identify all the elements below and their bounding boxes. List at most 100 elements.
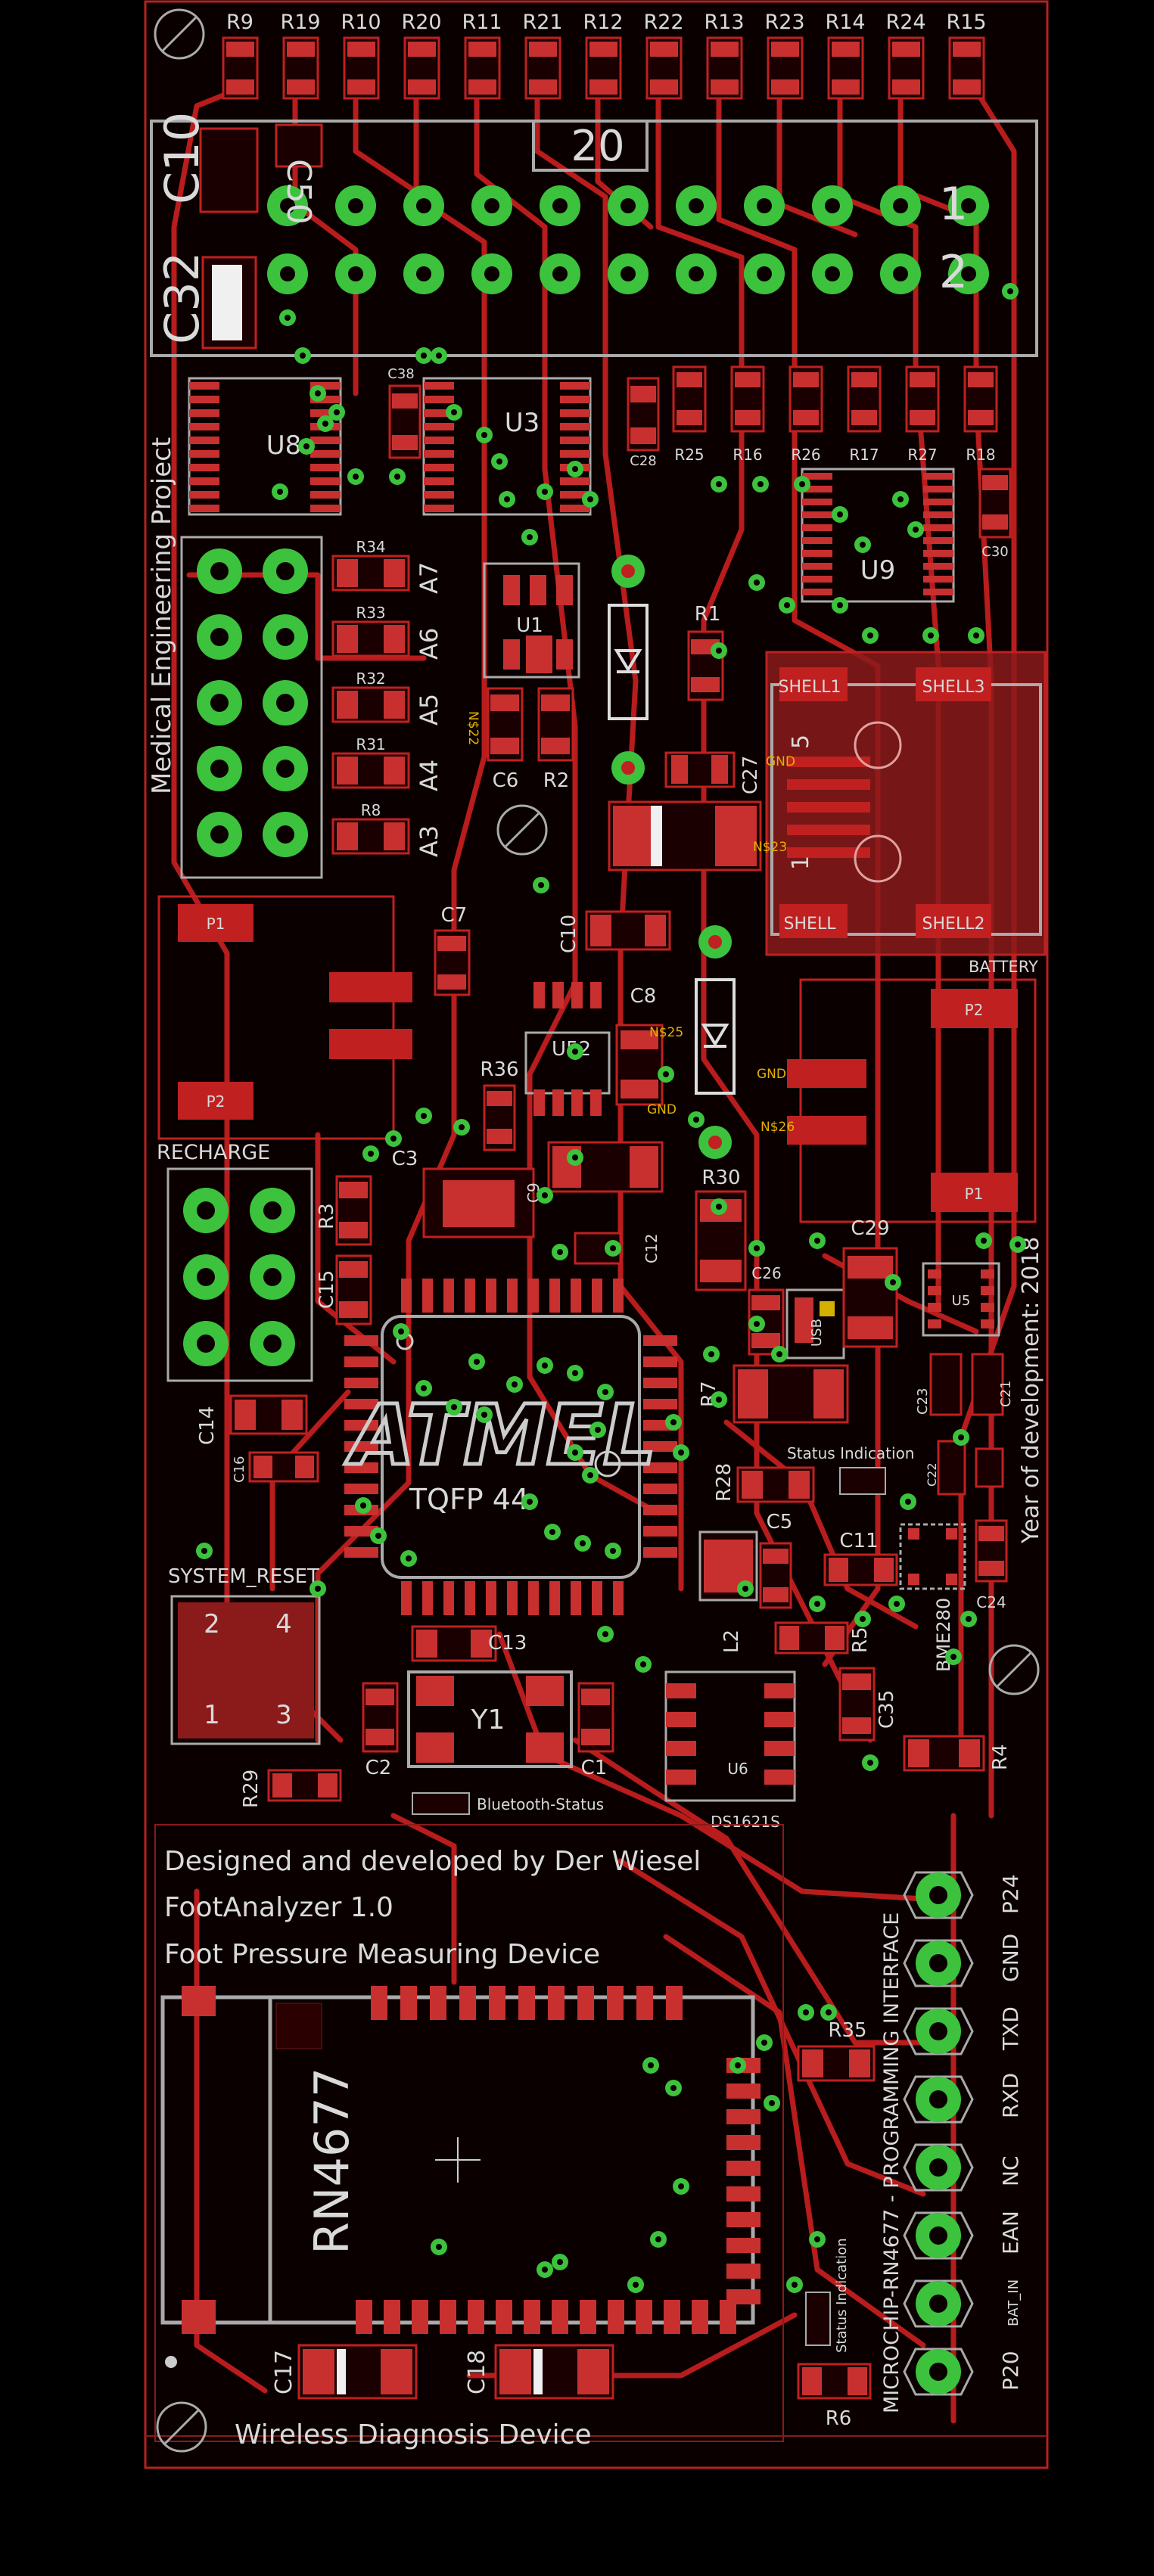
atmel-logo: ATMEL	[344, 1387, 656, 1484]
label-system-reset: SYSTEM_RESET	[168, 1565, 319, 1588]
resistor-r24: R24	[885, 11, 926, 100]
label-battery-p1: P1	[965, 1185, 984, 1203]
label-r3: R3	[316, 1203, 338, 1229]
label-channel-a4: A4	[415, 760, 443, 791]
mcu-pin	[401, 1279, 412, 1313]
label-c18: C18	[464, 2350, 490, 2394]
mcu-pin	[401, 1581, 412, 1615]
mcu-pin	[549, 1581, 560, 1615]
chip-pin	[189, 491, 219, 499]
label-c21: C21	[998, 1381, 1014, 1407]
rn-pin	[666, 1986, 683, 2020]
chip-pin	[802, 473, 832, 480]
label-r16: R16	[733, 446, 762, 464]
rn-pin	[580, 2300, 596, 2334]
label-c2: C2	[365, 1757, 392, 1779]
label-shell1: SHELL1	[779, 678, 841, 697]
label-usb-pin5: 5	[788, 735, 814, 749]
right-mid-parts: R7 R28 Status Indication L2 C5 C11 R5 C3…	[698, 1364, 914, 1742]
label-r8: R8	[361, 801, 381, 819]
mcu-pin	[422, 1581, 433, 1615]
chip-pin	[981, 1269, 994, 1279]
resistor-r19: R19	[280, 11, 321, 100]
chip-pin	[560, 437, 590, 444]
label-tqfp44: TQFP 44	[409, 1483, 529, 1516]
chip-pin	[310, 491, 341, 499]
label-usb-pin1: 1	[788, 856, 814, 870]
label-c5: C5	[767, 1511, 793, 1533]
rn-pin	[664, 2300, 680, 2334]
year-text: Year of development: 2018	[1018, 1237, 1044, 1544]
label-battery: BATTERY	[969, 958, 1038, 976]
chip-pin	[424, 382, 454, 390]
chip-pin	[424, 450, 454, 458]
mcu-pin	[344, 1547, 378, 1558]
label-prog-p20: P20	[998, 2351, 1023, 2391]
rn-pin	[430, 1986, 446, 2020]
rn-pin	[726, 2238, 761, 2253]
cap-c38: C38	[387, 366, 421, 459]
ribbon-caps: C10 C32 C50	[154, 112, 323, 350]
label-r27: R27	[907, 446, 937, 464]
chip-pin	[923, 576, 953, 583]
header-label-1: 1	[939, 178, 968, 231]
rn-pin	[692, 2300, 708, 2334]
label-r24: R24	[885, 11, 925, 34]
label-c16: C16	[232, 1456, 247, 1483]
rn-pin	[182, 1986, 216, 2016]
chip-pin	[928, 1319, 941, 1328]
label-channel-a6: A6	[415, 628, 443, 660]
analog-header	[180, 536, 323, 879]
label-c10: C10	[154, 112, 210, 204]
label-r35: R35	[828, 2019, 866, 2042]
chip-pin	[310, 437, 341, 444]
label-c10b: C10	[558, 915, 580, 953]
label-shell3: SHELL3	[922, 678, 985, 697]
chip-pin	[802, 499, 832, 505]
diode-top	[608, 555, 649, 785]
label-r31: R31	[356, 735, 385, 754]
label-shell2: SHELL2	[922, 915, 985, 934]
crystal-section: C13 Y1 C2 C1 R29 Bluetooth-Status	[240, 1625, 614, 1815]
net-gnd-3: GND	[647, 1102, 677, 1117]
label-r5: R5	[849, 1627, 872, 1653]
chip-pin	[981, 1286, 994, 1295]
chip-pin	[424, 464, 454, 471]
label-shell: SHELL	[784, 915, 837, 934]
rn-pin	[182, 2300, 216, 2334]
mcu-pin	[507, 1581, 518, 1615]
prog-pin-gnd: GND	[903, 1934, 1023, 1987]
chip-pin	[189, 396, 219, 403]
chip-pin	[560, 477, 590, 485]
footer-text: Wireless Diagnosis Device	[235, 2419, 592, 2450]
mcu-pin	[549, 1279, 560, 1313]
label-y1: Y1	[471, 1704, 505, 1735]
label-channel-a3: A3	[415, 825, 443, 857]
net-n22: N$22	[465, 711, 481, 745]
ribbon-header-pins	[267, 185, 989, 294]
rn-pin	[726, 2135, 761, 2150]
label-prog-ean: EAN	[998, 2211, 1023, 2254]
resistor-r23: R23	[764, 11, 805, 100]
label-u8: U8	[266, 430, 302, 461]
label-r9: R9	[226, 11, 254, 34]
label-c32: C32	[154, 252, 210, 344]
prog-pin-p24: P24	[903, 1871, 1023, 1919]
label-prog-nc: NC	[998, 2156, 1023, 2187]
label-r29: R29	[240, 1770, 263, 1808]
mcu-pin	[643, 1399, 677, 1409]
chip-pin	[310, 396, 341, 403]
label-prog-bat-in: BAT_IN	[1006, 2279, 1022, 2326]
mcu-pin	[465, 1279, 475, 1313]
label-c23: C23	[915, 1388, 931, 1415]
label-r4: R4	[989, 1744, 1012, 1770]
label-c14: C14	[196, 1406, 219, 1445]
rn-pin	[577, 1986, 594, 2020]
chip-pin	[666, 1683, 696, 1698]
chip-pin	[764, 1770, 795, 1785]
label-r36: R36	[480, 1058, 518, 1081]
mcu-pin	[613, 1581, 624, 1615]
rn-pin	[726, 2264, 761, 2279]
